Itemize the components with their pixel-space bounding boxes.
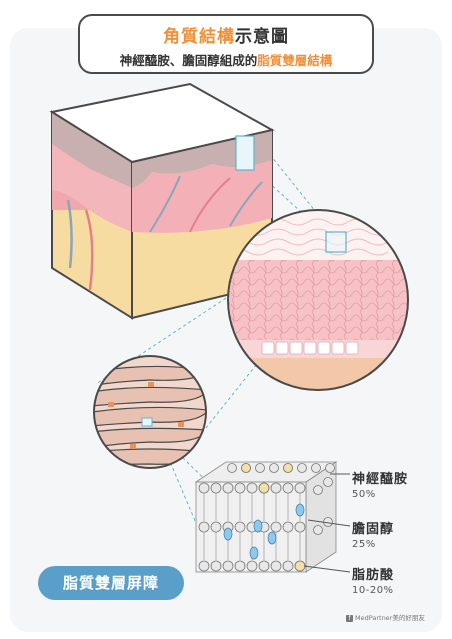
title-rest: 示意圖: [235, 27, 289, 47]
magnified-epidermis-circle: [227, 209, 409, 391]
magnified-corneocyte-circle: [93, 355, 207, 469]
legend-item-cholesterol: 膽固醇 25%: [352, 518, 394, 550]
fatty-acid-molecules: [241, 463, 306, 572]
skin-cube: [49, 82, 275, 320]
legend-percent: 25%: [352, 539, 376, 550]
title-box: 角質結構示意圖 神經醯胺、膽固醇組成的脂質雙層結構: [78, 14, 374, 74]
subtitle-accent: 脂質雙層結構: [257, 53, 333, 68]
legend-item-fatty-acid: 脂肪酸 10-20%: [352, 564, 394, 596]
legend-percent: 50%: [352, 489, 376, 500]
legend-percent: 10-20%: [352, 585, 394, 596]
lipid-barrier-badge: 脂質雙層屏障: [38, 566, 184, 600]
lipid-bilayer-block: [194, 461, 338, 573]
credit-text: MedPartner美的好朋友: [355, 614, 425, 622]
cholesterol-molecules: [223, 503, 305, 560]
title-accent: 角質結構: [163, 27, 235, 47]
facebook-icon: f: [346, 614, 353, 622]
legend-label: 脂肪酸: [352, 568, 395, 583]
subtitle-prefix: 神經醯胺、膽固醇組成的: [119, 53, 258, 68]
page-title: 角質結構示意圖: [80, 22, 372, 47]
legend-item-ceramide: 神經醯胺 50%: [352, 468, 408, 500]
legend-label: 膽固醇: [352, 522, 395, 537]
legend-label: 神經醯胺: [352, 472, 409, 487]
legend-leader-lines: [303, 473, 351, 573]
page-subtitle: 神經醯胺、膽固醇組成的脂質雙層結構: [80, 50, 372, 69]
